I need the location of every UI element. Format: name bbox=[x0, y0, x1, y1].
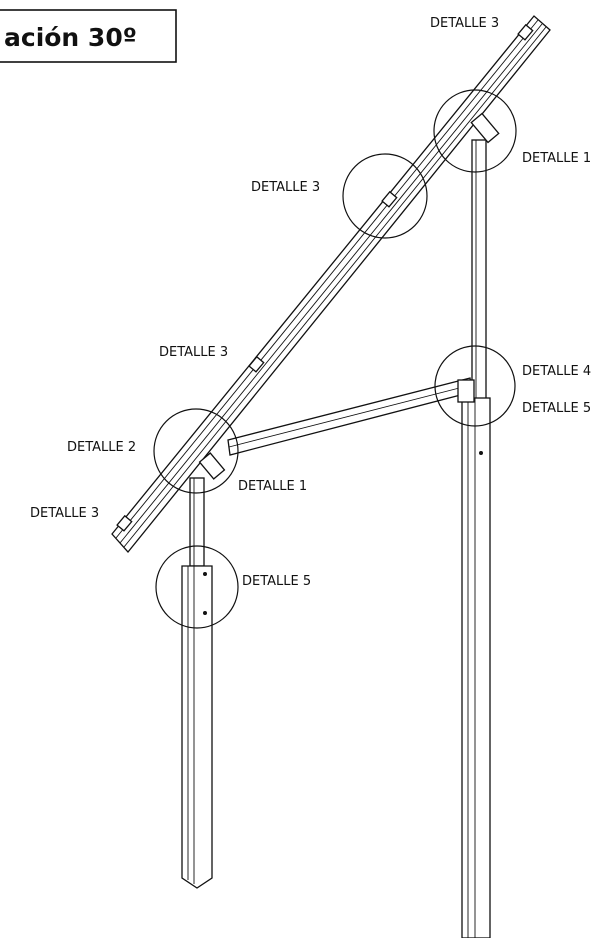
page-title: ación 30º bbox=[4, 23, 137, 52]
callout-detalle3-mid: DETALLE 3 bbox=[159, 345, 228, 360]
detail-circle-4 bbox=[434, 345, 516, 427]
callout-detalle5-left: DETALLE 5 bbox=[242, 574, 311, 589]
detail-circle-2 bbox=[153, 408, 239, 494]
callout-detalle3-upper: DETALLE 3 bbox=[251, 180, 320, 195]
callout-detalle3-top: DETALLE 3 bbox=[430, 16, 499, 31]
callout-labels: DETALLE 3 DETALLE 1 DETALLE 3 DETALLE 3 … bbox=[30, 16, 591, 589]
detail-circle-1-top bbox=[433, 89, 517, 173]
detail-circle-5-left bbox=[155, 545, 239, 629]
callout-detalle3-bottom: DETALLE 3 bbox=[30, 506, 99, 521]
detail-circles bbox=[153, 89, 517, 629]
callout-detalle1-bottom: DETALLE 1 bbox=[238, 479, 307, 494]
left-post bbox=[181, 477, 213, 889]
detail-circle-3-upper bbox=[342, 153, 428, 239]
callout-detalle5-right: DETALLE 5 bbox=[522, 401, 591, 416]
callout-detalle2: DETALLE 2 bbox=[67, 440, 136, 455]
title-box: ación 30º bbox=[0, 9, 177, 63]
right-post bbox=[461, 139, 491, 938]
callout-detalle1-top: DETALLE 1 bbox=[522, 151, 591, 166]
callout-detalle4: DETALLE 4 bbox=[522, 364, 591, 379]
